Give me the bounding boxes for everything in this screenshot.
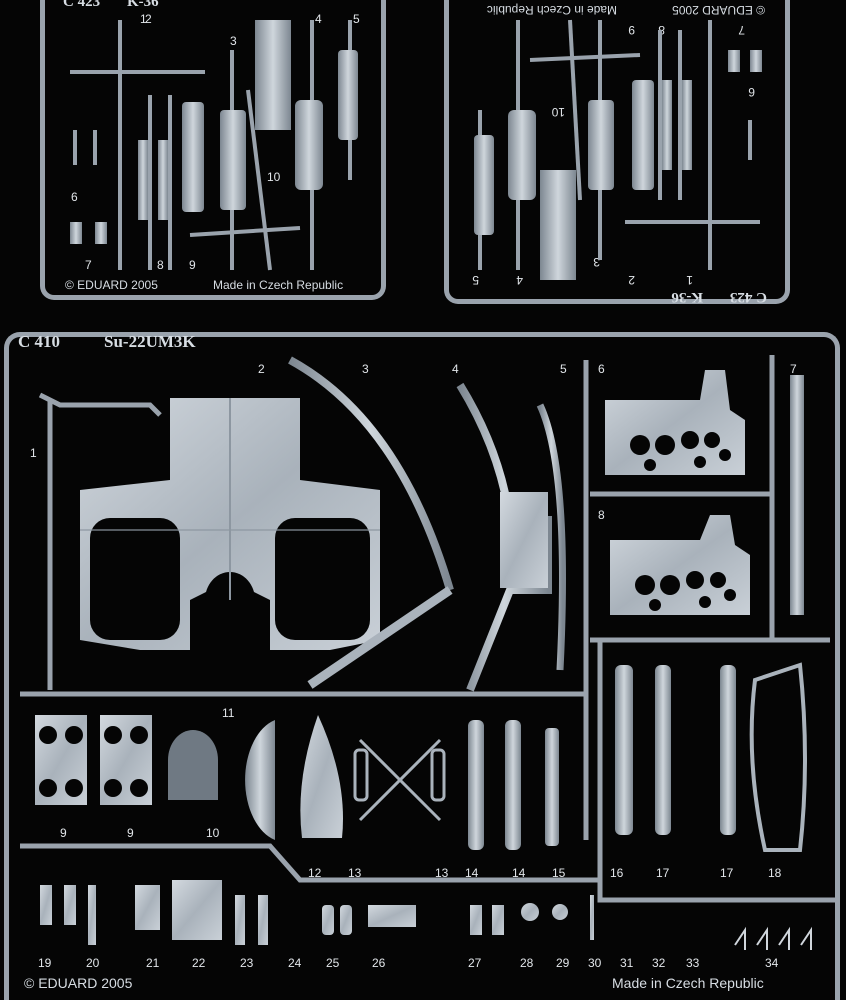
part-number: 9 [60, 826, 67, 840]
part-number: 18 [768, 866, 782, 880]
part-number: 16 [610, 866, 624, 880]
part-number: 4 [315, 12, 322, 26]
k36-plates-left [70, 20, 358, 244]
part-number: 9 [189, 258, 196, 272]
part-number: 4 [452, 362, 459, 376]
part-14-strips [468, 720, 559, 850]
part-11-half-disc [245, 720, 275, 840]
part-number: 12 [308, 866, 322, 880]
part-number: 21 [146, 956, 160, 970]
part-number: 3 [230, 34, 237, 48]
part-number: 34 [765, 956, 779, 970]
part-number: 2 [145, 12, 152, 26]
part-16-17-strips [615, 665, 736, 835]
part-2-cutout-center [205, 572, 255, 640]
fret-top-left: C 423 K-36 © EDUARD 2005 Made in Czech R… [40, 0, 386, 300]
part-number: 13 [435, 866, 449, 880]
part-number: 3 [362, 362, 369, 376]
made-in-label: Made in Czech Republic [213, 278, 344, 292]
copyright-label: © EDUARD 2005 [65, 278, 158, 292]
part-number: 6 [598, 362, 605, 376]
part-number: 20 [86, 956, 100, 970]
part-18-outline [749, 662, 807, 852]
part-number: 1 [30, 446, 37, 460]
part-number: 14 [465, 866, 479, 880]
part-number: 15 [552, 866, 566, 880]
part-6-instrument-panel [605, 370, 745, 475]
part-number: 25 [326, 956, 340, 970]
part-number: 6 [71, 190, 78, 204]
part-number: 26 [372, 956, 386, 970]
part-13-straps [353, 738, 446, 822]
part-number: 32 [652, 956, 666, 970]
part-8-instrument-panel [610, 515, 750, 615]
part-10-dome [168, 730, 218, 800]
part-number: 33 [686, 956, 700, 970]
part-number: 23 [240, 956, 254, 970]
part-number: 24 [288, 956, 302, 970]
part-number: 19 [38, 956, 52, 970]
part-number: 13 [348, 866, 362, 880]
fret-name: Su-22UM3K [104, 332, 196, 351]
part-5-strip [536, 403, 566, 671]
part-number: 5 [560, 362, 567, 376]
part-34-markers [734, 926, 812, 950]
part-number: 11 [222, 706, 235, 720]
part-number: 7 [790, 362, 797, 376]
part-number: 27 [468, 956, 482, 970]
fret-name: K-36 [127, 0, 159, 10]
part-3-canopy-frame [288, 356, 454, 592]
part-number: 17 [720, 866, 734, 880]
part-number: 29 [556, 956, 570, 970]
part-number: 5 [353, 12, 360, 26]
part-number: 8 [598, 508, 605, 522]
copyright-label: © EDUARD 2005 [24, 975, 133, 991]
part-number: 8 [157, 258, 164, 272]
part-number: 14 [512, 866, 526, 880]
part-7-strip [790, 375, 804, 615]
main-sprues [20, 355, 836, 903]
part-number: 30 [588, 956, 602, 970]
part-number: 9 [127, 826, 134, 840]
part-number: 28 [520, 956, 534, 970]
part-2-cutout-left [90, 518, 180, 640]
made-in-label: Made in Czech Republic [612, 975, 764, 991]
part-12-fan [300, 715, 343, 838]
part-number: 7 [85, 258, 92, 272]
part-number: 31 [620, 956, 634, 970]
k36-plates-right [474, 50, 762, 280]
part-number: 22 [192, 956, 206, 970]
fret-code: C 423 [63, 0, 101, 10]
part-2-cutout-right [275, 518, 370, 640]
part-number: 10 [267, 170, 281, 184]
fret-code: C 410 [18, 332, 61, 351]
small-parts [40, 880, 594, 945]
part-number: 2 [258, 362, 265, 376]
part-number: 10 [206, 826, 220, 840]
part-number: 17 [656, 866, 670, 880]
part-number: 1 [140, 12, 147, 26]
